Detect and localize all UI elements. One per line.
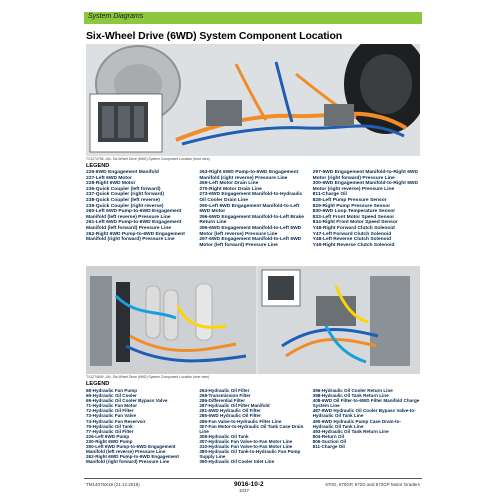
legend-item: 396-Hydraulic Oil Cooler Return Line (312, 388, 393, 393)
legend-item: 833-Left Front Motor Speed Sensor (312, 214, 395, 220)
legend-item: 297-6WD Engagement Manifold-to-Right 6WD… (312, 170, 419, 181)
legend-item: 72-Hydraulic Oil Filter (86, 408, 134, 414)
legend-item: 263-Right 6WD Pump-to-6WD Engagement Man… (199, 170, 299, 181)
legend-title-rear: LEGEND (86, 381, 110, 387)
legend-item: 487-6WD Hydraulic Oil Cooler Bypass Valv… (312, 408, 416, 419)
legend-item: 237-Quick Coupler (right forward) (86, 192, 164, 198)
footer-rule (84, 478, 422, 479)
legend-item: 261-Left 6WD Pump-to-6WD Engagement Mani… (86, 220, 182, 231)
legend-item: 806-Suction Oil (312, 438, 347, 444)
legend-item: 262-Right 6WD Pump-to-6WD Engagement Man… (86, 231, 185, 243)
legend-item: Y48-Left Reverse Clutch Solenoid (312, 237, 391, 243)
legend-item: 390-Hydraulic Oil Cooler Inlet Line (199, 459, 275, 465)
legend-item: 296-6WD Engagement Manifold-to-Left 6WD … (199, 225, 302, 237)
legend-item: 828-Left Pump Pressure Sensor (312, 197, 387, 203)
footer-document-id: TM14075X19 (21.12.2018) (86, 482, 140, 487)
legend-title-front: LEGEND (86, 163, 110, 169)
legend-item: 307-Fan Motor-to-Hydraulic Oil Tank Case… (199, 423, 304, 434)
legend-item: 268-Transmission Filter (199, 393, 251, 399)
legend-item: 490-6WD Hydraulic Pump Case Drain-to-Hyd… (312, 418, 401, 429)
legend-item: 226-Left 6WD Pump (86, 433, 130, 439)
legend-item: Y47-Left Forward Clutch Solenoid (312, 231, 392, 237)
legend-item: 297-6WD Engagement Manifold-to-Left 6WD … (199, 237, 302, 248)
legend-item: 830-6WD Loop Temperature Sensor (312, 209, 396, 215)
footer-page-number: 1037 (239, 488, 250, 493)
legend-item: 71-Hydraulic Fan Motor (86, 403, 138, 409)
legend-item: 307-Hydraulic Fan Valve-to-Fan Motor Lin… (199, 438, 293, 444)
legend-item: 68-Hydraulic Fan Pump (86, 388, 138, 393)
legend-item: 73-Hydraulic Fan Valve (86, 413, 137, 419)
legend-item: 300-6WD Engagement Manifold-to-Right 6WD… (312, 181, 419, 192)
legend-item: 260-Left 6WD Pump-to-6WD Engagement Mani… (86, 444, 176, 455)
figure-rear-caption: TX1274609 -UN- Six-Wheel Drive (6WD) Sys… (86, 375, 210, 379)
legend-item: 398-Hydraulic Oil Tank Return Line (312, 393, 389, 399)
legend-item: 286-Differential Filter (199, 398, 246, 404)
legend-rear: 68-Hydraulic Fan Pump 69-Hydraulic Oil C… (86, 388, 420, 476)
legend-item: 227-Left 6WD Motor (86, 175, 132, 181)
legend-item: 380-Hydraulic Oil Tank-to-Hydraulic Fan … (199, 449, 301, 460)
legend-item: 811-Charge Oil (312, 192, 347, 198)
manual-page: System Diagrams Six-Wheel Drive (6WD) Sy… (84, 4, 422, 496)
front-view-illustration (86, 44, 420, 156)
figure-front-caption: TX1274758 -UN- Six-Wheel Drive (6WD) Sys… (86, 157, 210, 161)
legend-item: 74-Hydraulic Fan Reservoir (86, 418, 146, 424)
legend-item: 262-Right 6WD Pump-to-6WD Engagement Man… (86, 454, 179, 465)
legend-item: 804-Return Oil (312, 433, 345, 439)
legend-item: 296-6WD Engagement Manifold-to-Left Brak… (199, 214, 304, 226)
legend-item: 236-Quick Coupler (left forward) (86, 186, 161, 192)
figure-front-view (86, 44, 420, 156)
legend-item: 408-6WD Oil Filter-to-6WD Filter Manifol… (312, 398, 420, 409)
section-title: System Diagrams (88, 13, 144, 20)
legend-item: 69-Hydraulic Oil Cooler Bypass Valve (86, 398, 168, 404)
legend-item: 834-Right Front Motor Speed Sensor (312, 220, 398, 226)
legend-front: 226-6WD Engagement Manifold 227-Left 6WD… (86, 170, 420, 290)
legend-item: 285-6WD Hydraulic Oil Filter (199, 413, 261, 419)
legend-item: 270-Right Motor Drain Line (199, 186, 262, 192)
legend-item: 811-Charge Oil (312, 444, 345, 450)
rear-view-illustration (86, 266, 420, 374)
legend-item: 226-6WD Engagement Manifold (86, 170, 159, 175)
legend-item: 308-Hydraulic Oil Tank (199, 433, 249, 439)
legend-item: 264-Hydraulic Oil Filter (199, 388, 250, 393)
legend-item: 290-Left 6WD Engagement Manifold-to-Left… (199, 203, 300, 215)
legend-item: 239-Quick Coupler (right reverse) (86, 203, 164, 209)
legend-item: 829-Right Pump Pressure Sensor (312, 203, 391, 209)
legend-item: 286-Fan Valve-to-Hydraulic Filter Line (199, 418, 282, 424)
legend-item: 269-Left Motor Drain Line (199, 181, 259, 187)
legend-item: 75-Hydraulic Oil Tank (86, 423, 133, 429)
legend-item: 493-Hydraulic Oil Tank Return Line (312, 428, 389, 434)
legend-item: 273-6WD Engagement Manifold-to-Hydraulic… (199, 192, 303, 203)
legend-item: Y48-Right Forward Clutch Solenoid (312, 225, 395, 231)
legend-item: 310-Hydraulic Fan Valve-to-Fan Motor Lin… (199, 444, 293, 450)
section-header-bar (84, 12, 422, 24)
legend-item: 260-Left 6WD Pump-to-6WD Engagement Mani… (86, 209, 182, 220)
footer-model-names: 670G, 670GP, 672G and 672GP Motor Grader… (325, 482, 420, 487)
legend-item: 228-Right 6WD Motor (86, 181, 136, 187)
legend-item: 69-Hydraulic Oil Cooler (86, 393, 137, 399)
legend-item: 238-Quick Coupler (left reverse) (86, 197, 160, 203)
footer-section-number: 9016-10-2 (234, 481, 264, 488)
legend-item: 287-Hydraulic Oil Filter Manifold (199, 403, 270, 409)
legend-item: 77-Hydraulic Oil Filter (86, 428, 134, 434)
figure-rear-view (86, 266, 420, 374)
legend-item: 281-6WD Hydraulic Oil Filter (199, 408, 261, 414)
legend-item: 230-Right 6WD Pump (86, 438, 133, 444)
legend-item: Y49-Right Reverse Clutch Solenoid (312, 242, 395, 248)
page-title: Six-Wheel Drive (6WD) System Component L… (86, 30, 343, 42)
